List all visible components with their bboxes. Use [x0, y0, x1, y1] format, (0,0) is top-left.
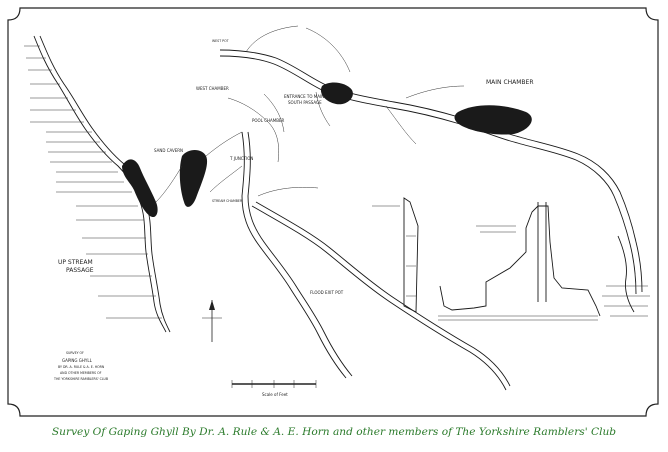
south-passages	[209, 131, 511, 391]
map-border	[7, 7, 659, 417]
cave-survey-map: Scale of Feet MAIN CHAMBER UP STREAM PAS…	[7, 7, 659, 417]
label-flood-exit-pot: FLOOD EXIT POT	[310, 290, 344, 295]
north-arrow-icon	[202, 300, 222, 342]
credit-line-2: GAPING GHYLL	[62, 358, 93, 363]
label-stream-chamber: STREAM CHAMBER	[212, 199, 243, 203]
label-west-pot: WEST POT	[212, 39, 229, 43]
elevation-sections	[372, 197, 601, 321]
label-west-chamber: WEST CHAMBER	[196, 86, 229, 91]
survey-map-frame: Scale of Feet MAIN CHAMBER UP STREAM PAS…	[6, 6, 660, 418]
credit-line-4: AND OTHER MEMBERS OF	[60, 371, 102, 375]
label-south-passage-1: ENTRANCE TO MAIN	[284, 94, 324, 99]
scale-bar: Scale of Feet	[231, 380, 317, 397]
credit-line-3: BY DR. A. RULE & A. E. HORN	[58, 365, 105, 369]
main-passage	[219, 25, 643, 295]
credit-line-5: THE YORKSHIRE RAMBLERS' CLUB	[53, 377, 108, 381]
scale-label: Scale of Feet	[262, 392, 288, 397]
map-caption: Survey Of Gaping Ghyll By Dr. A. Rule & …	[51, 426, 617, 438]
stream-chamber-shape	[122, 159, 158, 218]
label-up-stream-2: PASSAGE	[66, 267, 94, 274]
west-chamber-shape	[320, 82, 353, 105]
label-south-passage-2: SOUTH PASSAGE	[288, 100, 322, 105]
label-up-stream-1: UP STREAM	[58, 259, 93, 266]
label-main-chamber: MAIN CHAMBER	[486, 79, 534, 86]
credit-line-1: SURVEY OF	[66, 351, 84, 355]
main-chamber-shape	[454, 105, 532, 135]
up-stream-passage	[24, 35, 171, 333]
label-pool-chamber: POOL CHAMBER	[252, 118, 284, 123]
sand-cavern-shape	[179, 150, 208, 207]
label-sand-cavern: SAND CAVERN	[154, 148, 183, 153]
label-t-junction: T JUNCTION	[229, 156, 253, 161]
right-pothole	[617, 235, 635, 313]
survey-credit: SURVEY OF GAPING GHYLL BY DR. A. RULE & …	[53, 351, 108, 381]
